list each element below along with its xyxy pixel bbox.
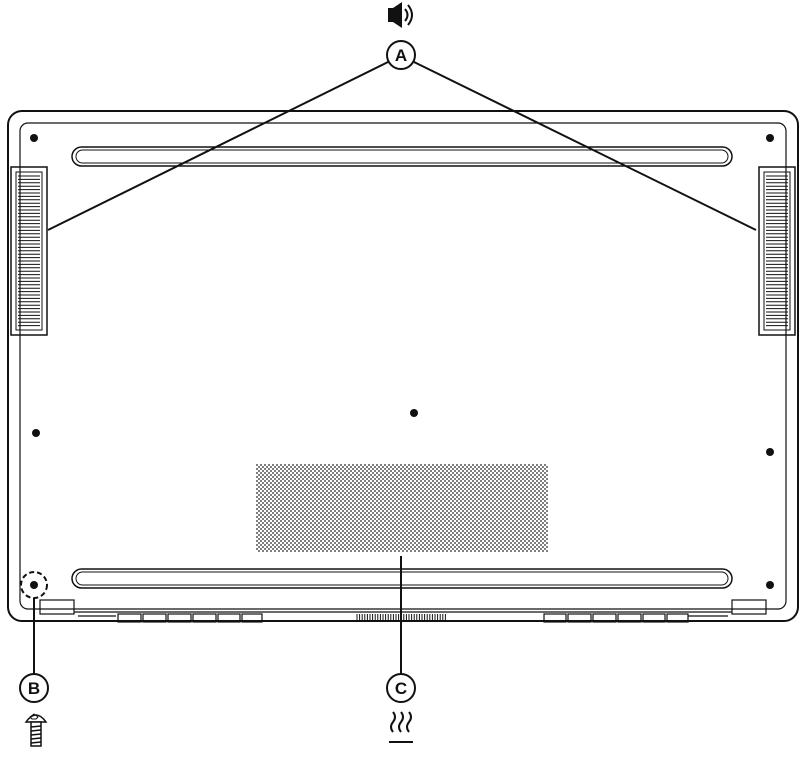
- hinge-area: [39, 599, 767, 617]
- leader-line-a-left: [47, 61, 389, 231]
- callout-c: C: [386, 673, 416, 703]
- screw-hole: [766, 581, 774, 589]
- captive-screw-b: [20, 571, 48, 599]
- callout-a-label: A: [395, 46, 407, 65]
- screw-hole: [30, 134, 38, 142]
- screw-hole: [32, 429, 40, 437]
- callout-c-label: C: [395, 679, 407, 698]
- screw-hole: [766, 448, 774, 456]
- callout-b-label: B: [28, 679, 40, 698]
- callout-b: B: [19, 673, 49, 703]
- heat-icon: [389, 711, 413, 743]
- air-vent: [256, 464, 548, 552]
- bottom-slots: [117, 613, 689, 623]
- callout-a: A: [386, 40, 416, 70]
- speaker-grille-left: [10, 166, 48, 336]
- speaker-icon: [388, 2, 413, 28]
- screw-icon: [24, 713, 48, 747]
- screw-hole: [410, 409, 418, 417]
- bottom-grille: [356, 614, 446, 621]
- screw-hole: [766, 134, 774, 142]
- rubber-foot-top: [71, 146, 733, 167]
- speaker-grille-right: [758, 166, 796, 336]
- laptop-body: [7, 110, 799, 622]
- leader-line-a-right: [413, 61, 757, 231]
